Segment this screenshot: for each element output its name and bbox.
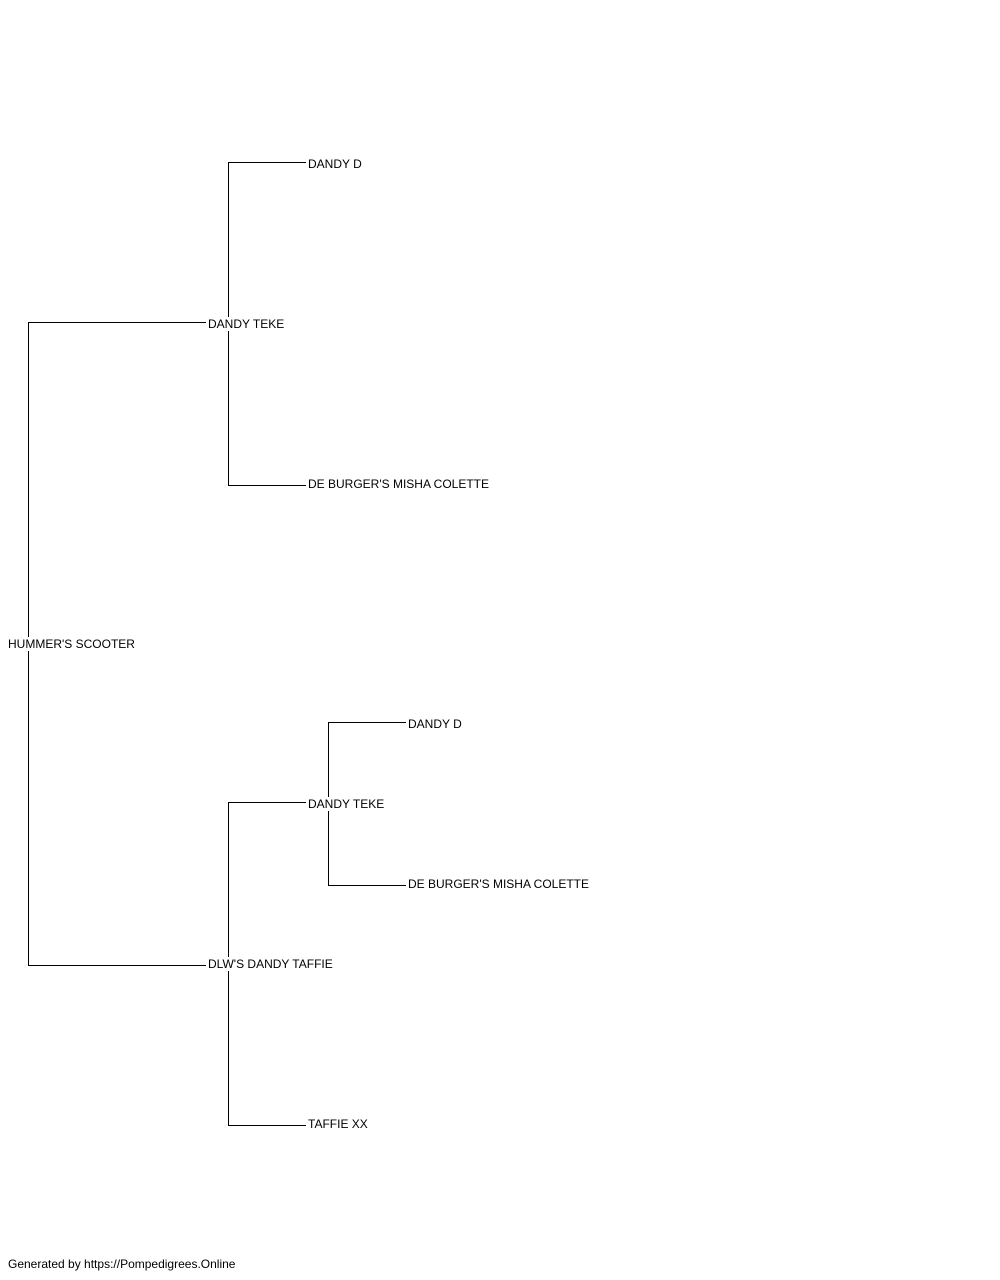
generated-by-footer: Generated by https://Pompedigrees.Online (8, 1257, 236, 1271)
dam-sire-name: DANDY TEKE (308, 797, 385, 811)
sire-dam-name: DE BURGER'S MISHA COLETTE (308, 477, 489, 491)
pedigree-subject-name: HUMMER'S SCOOTER (8, 637, 135, 651)
sire-sire-name: DANDY D (308, 157, 362, 171)
dam-name: DLW'S DANDY TAFFIE (208, 957, 333, 971)
dam-sire-sire-name: DANDY D (408, 717, 462, 731)
dam-dam-name: TAFFIE XX (308, 1117, 368, 1131)
sire-name: DANDY TEKE (208, 317, 285, 331)
dam-sire-dam-name: DE BURGER'S MISHA COLETTE (408, 877, 589, 891)
